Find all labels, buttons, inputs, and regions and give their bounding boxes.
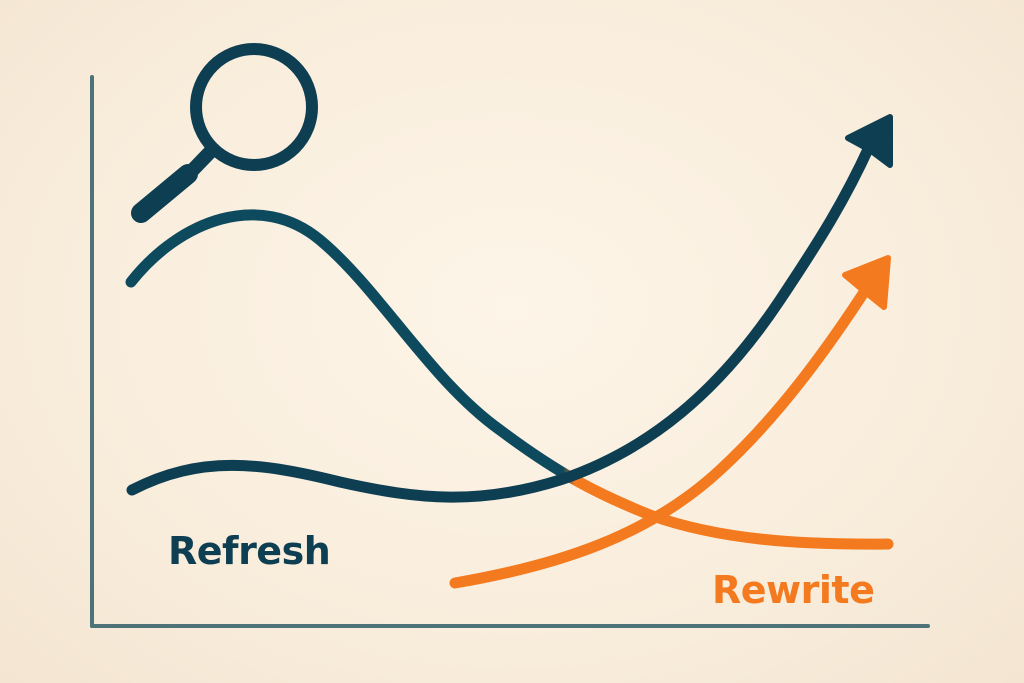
declining-curve [125,209,894,550]
rewrite-curve [449,255,891,589]
refresh-arrowhead-icon [845,114,893,168]
chart-axes [90,75,930,628]
refresh-curve [126,114,893,503]
magnifying-glass-icon [131,43,318,223]
rewrite-arrowhead-icon [842,255,891,310]
refresh-label: Refresh [168,529,331,573]
rewrite-label: Rewrite [712,568,875,612]
